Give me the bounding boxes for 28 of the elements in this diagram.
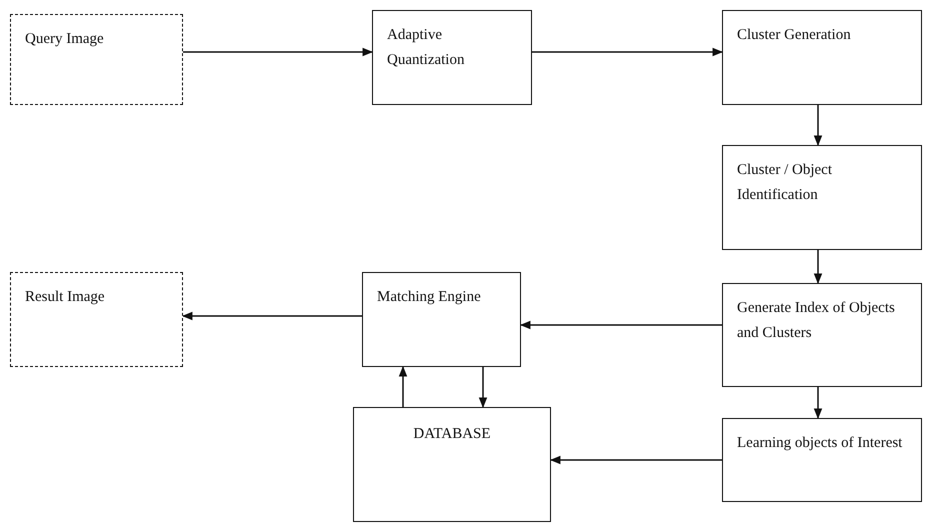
dashed-io-box <box>10 14 183 105</box>
arrow <box>520 320 722 330</box>
process-box <box>362 272 521 367</box>
process-box <box>722 283 922 387</box>
arrow <box>814 105 822 146</box>
process-box <box>722 10 922 105</box>
arrow <box>532 48 724 56</box>
process-box <box>372 10 532 105</box>
box-label: Adaptive Quantization <box>387 26 466 70</box>
dashed-io-box <box>10 272 183 367</box>
arrow <box>814 250 822 284</box>
process-box <box>353 407 551 522</box>
box-label: Matching Engine <box>377 288 482 307</box>
box-label: DATABASE <box>412 425 492 444</box>
arrow <box>398 366 408 407</box>
process-box <box>722 418 922 502</box>
box-label: Learning objects of Interest <box>737 434 904 453</box>
arrow <box>478 367 488 408</box>
arrow <box>182 312 362 320</box>
process-box <box>722 145 922 250</box>
arrow <box>183 48 374 56</box>
arrow <box>814 387 822 420</box>
box-label: Query Image <box>25 30 105 49</box>
box-label: Cluster Generation <box>737 26 852 45</box>
box-label: Result Image <box>25 288 106 307</box>
arrow <box>550 456 722 464</box>
box-label: Generate Index of Objects and Clusters <box>737 299 896 343</box>
box-label: Cluster / Object Identification <box>737 161 833 205</box>
